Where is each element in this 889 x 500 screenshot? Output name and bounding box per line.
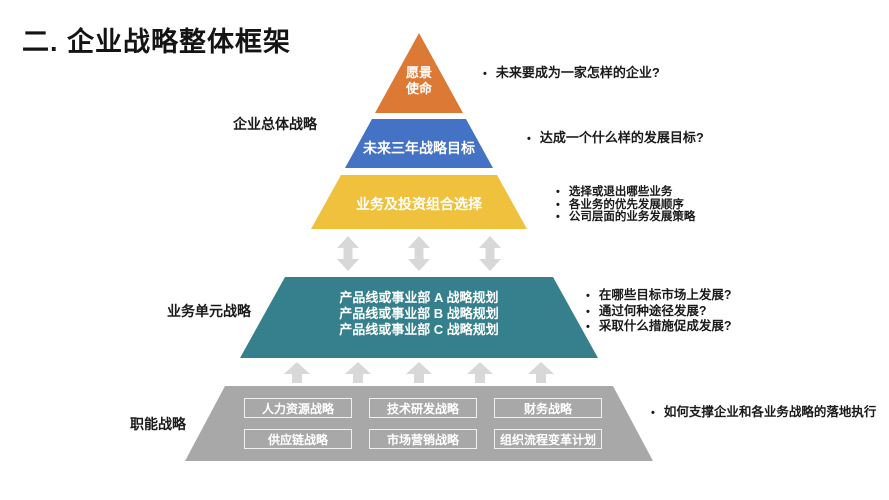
pyramid-level-portfolio-label: 业务及投资组合选择 <box>356 196 482 212</box>
bullet-icon <box>651 406 655 421</box>
up-arrow-icon <box>284 362 310 383</box>
pyramid-level-vision-shape <box>375 33 463 113</box>
pyramid-level-vision-label: 愿景 使命 <box>369 65 469 97</box>
pyramid-level-goal-shape <box>345 119 493 168</box>
annotation-portfolio: 选择或退出哪些业务 各业务的优先发展顺序 公司层面的业务发展策略 <box>556 186 696 224</box>
pyramid-level-business-unit-label: 产品线或事业部 A 战略规划 产品线或事业部 B 战略规划 产品线或事业部 C … <box>299 290 539 338</box>
bullet-row: 达成一个什么样的发展目标? <box>527 130 704 147</box>
functional-box-finance: 财务战略 <box>494 398 602 418</box>
bullet-icon <box>556 186 560 199</box>
bullet-icon <box>483 67 487 82</box>
bullet-icon <box>556 199 560 212</box>
mission-line: 使命 <box>405 81 432 96</box>
side-label-business-unit-strategy: 业务单元战略 <box>167 303 251 319</box>
bullet-text: 在哪些目标市场上发展? <box>598 288 732 302</box>
pyramid-level-goal-label: 未来三年战略目标 <box>363 140 475 156</box>
bullet-icon <box>556 211 560 224</box>
functional-box-org-process: 组织流程变革计划 <box>494 429 602 449</box>
bullet-row: 未来要成为一家怎样的企业? <box>483 65 660 82</box>
bullet-text: 采取什么措施促成发展? <box>598 319 732 333</box>
bullet-row: 各业务的优先发展顺序 <box>556 199 695 212</box>
bullet-icon <box>586 305 590 320</box>
up-arrow-icon <box>528 362 554 383</box>
functional-box-supply-chain: 供应链战略 <box>244 429 352 449</box>
bullet-text: 选择或退出哪些业务 <box>568 186 673 198</box>
bullet-text: 公司层面的业务发展策略 <box>568 211 696 223</box>
functional-box-rnd: 技术研发战略 <box>369 398 477 418</box>
bullet-icon <box>586 320 590 335</box>
annotation-functional: 如何支撑企业和各业务战略的落地执行 <box>651 405 877 421</box>
pyramid-level-portfolio-shape <box>311 175 527 229</box>
double-arrow-icon <box>408 236 430 271</box>
up-arrow-icon <box>345 362 371 383</box>
pyramid-level-business-unit-shape <box>240 277 598 358</box>
page-title: 二. 企业战略整体框架 <box>22 27 292 57</box>
vision-line: 愿景 <box>405 65 432 80</box>
bullet-icon <box>527 132 531 147</box>
bullet-text: 各业务的优先发展顺序 <box>568 198 684 211</box>
functional-box-hr: 人力资源战略 <box>244 398 352 418</box>
bu-line-a: 产品线或事业部 A 战略规划 <box>339 290 499 305</box>
annotation-vision: 未来要成为一家怎样的企业? <box>483 65 660 82</box>
pyramid-level-functional-shape <box>185 386 653 461</box>
bullet-text: 通过何种途径发展? <box>598 303 707 318</box>
annotation-goal: 达成一个什么样的发展目标? <box>527 130 704 147</box>
bullet-row: 如何支撑企业和各业务战略的落地执行 <box>651 405 877 421</box>
bullet-row: 采取什么措施促成发展? <box>586 319 732 335</box>
bullet-text: 如何支撑企业和各业务战略的落地执行 <box>663 405 877 419</box>
bullet-icon <box>586 289 590 304</box>
bullet-row: 通过何种途径发展? <box>586 304 732 320</box>
double-arrow-icon <box>337 236 359 271</box>
bullet-row: 公司层面的业务发展策略 <box>556 211 696 224</box>
bullet-row: 选择或退出哪些业务 <box>556 186 695 199</box>
up-arrow-icon <box>467 362 493 383</box>
bu-line-b: 产品线或事业部 B 战略规划 <box>339 306 499 321</box>
side-label-corporate-strategy: 企业总体战略 <box>233 116 317 132</box>
bullet-text: 未来要成为一家怎样的企业? <box>495 65 660 80</box>
functional-box-marketing: 市场营销战略 <box>369 429 477 449</box>
bu-line-c: 产品线或事业部 C 战略规划 <box>339 322 499 337</box>
double-arrow-icon <box>479 236 501 271</box>
bullet-row: 在哪些目标市场上发展? <box>586 288 732 304</box>
annotation-business-unit: 在哪些目标市场上发展? 通过何种途径发展? 采取什么措施促成发展? <box>586 288 732 335</box>
up-arrow-icon <box>406 362 432 383</box>
bullet-text: 达成一个什么样的发展目标? <box>539 130 704 145</box>
side-label-functional-strategy: 职能战略 <box>130 416 186 432</box>
